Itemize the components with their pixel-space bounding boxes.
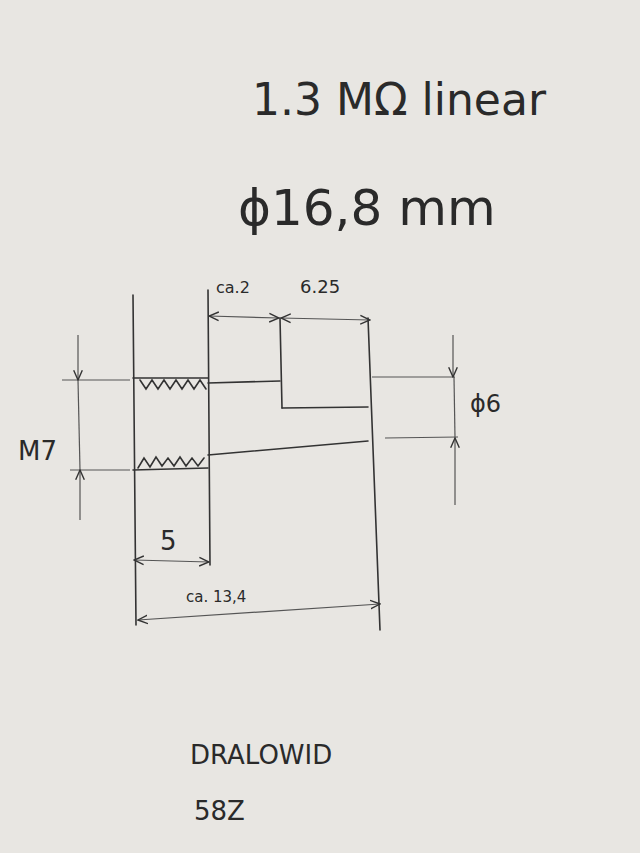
type-number: 58Z: [194, 798, 245, 824]
manufacturer-name: DRALOWID: [190, 742, 332, 768]
dimension-value: ca.2: [216, 280, 250, 296]
dimension-value: ϕ6: [470, 392, 501, 416]
dimension-value: 5: [160, 528, 177, 554]
dimension-value: ca. 13,4: [186, 590, 246, 605]
diameter-note: ϕ16,8 mm: [238, 183, 496, 233]
thread-size: M7: [18, 438, 57, 464]
resistance-note: 1.3 MΩ linear: [252, 78, 546, 122]
dimension-lines: [62, 316, 458, 620]
dimension-value: 6.25: [300, 278, 340, 296]
part-outline: [133, 290, 380, 630]
